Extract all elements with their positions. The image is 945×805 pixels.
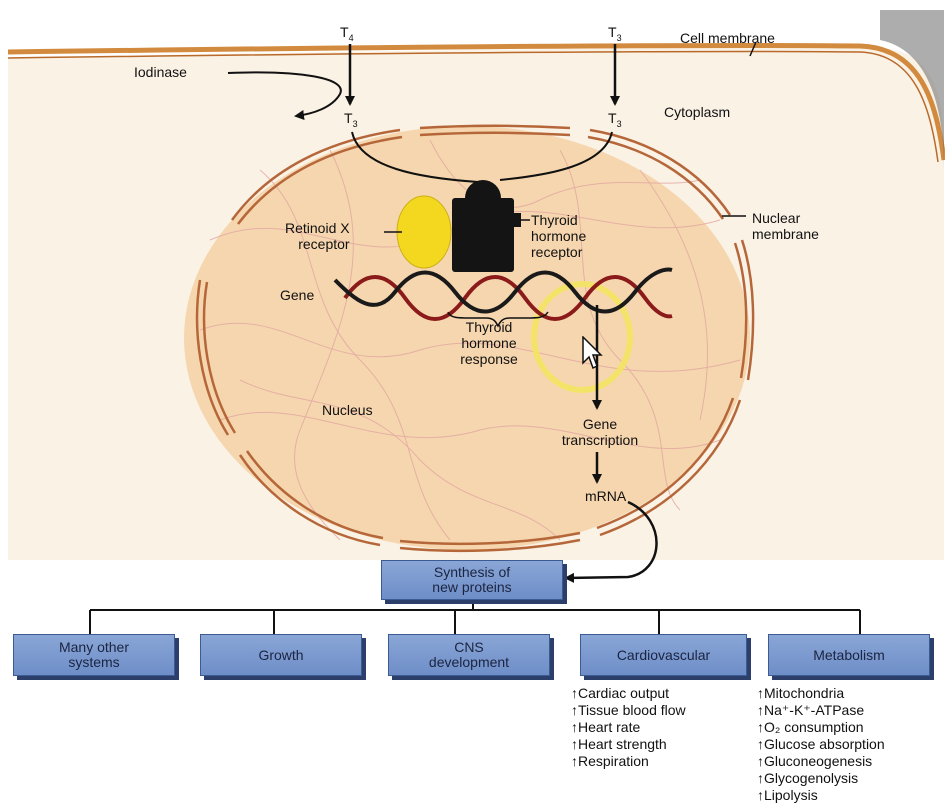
mouse-cursor-icon	[582, 336, 604, 370]
t4-label-top: T4	[340, 24, 354, 46]
iodinase-label: Iodinase	[134, 64, 187, 80]
effect-box-metabolism: Metabolism	[768, 634, 930, 676]
nuclear-membrane-label: Nuclear membrane	[752, 210, 819, 242]
list-item: ↑Heart rate	[571, 719, 686, 736]
thyroid-hormone-response-label: Thyroid hormone response	[460, 319, 518, 367]
metabolism-effects-list: ↑Mitochondria ↑Na⁺-K⁺-ATPase ↑O₂ consump…	[757, 685, 885, 804]
effect-box-many-other-systems: Many other systems	[13, 634, 175, 676]
list-item: ↑Mitochondria	[757, 685, 885, 702]
mrna-label: mRNA	[585, 488, 626, 504]
list-item: ↑Lipolysis	[757, 787, 885, 804]
t3-label-left: T3	[344, 110, 358, 132]
nucleus-label: Nucleus	[322, 402, 373, 418]
thyroid-hormone-receptor-label: Thyroid hormone receptor	[531, 212, 586, 260]
list-item: ↑Gluconeogenesis	[757, 753, 885, 770]
gene-transcription-label: Gene transcription	[562, 416, 638, 448]
effect-tree	[90, 598, 860, 634]
retinoid-x-receptor-label: Retinoid X receptor	[285, 220, 350, 252]
cell-membrane-label: Cell membrane	[680, 30, 775, 46]
cardiovascular-effects-list: ↑Cardiac output ↑Tissue blood flow ↑Hear…	[571, 685, 686, 770]
retinoid-x-receptor-shape	[397, 196, 451, 268]
synthesis-of-new-proteins-box: Synthesis of new proteins	[381, 560, 563, 600]
t3-label-top-right: T3	[608, 24, 622, 46]
effect-box-cardiovascular: Cardiovascular	[580, 634, 747, 676]
list-item: ↑Tissue blood flow	[571, 702, 686, 719]
list-item: ↑Glucose absorption	[757, 736, 885, 753]
list-item: ↑Cardiac output	[571, 685, 686, 702]
list-item: ↑Na⁺-K⁺-ATPase	[757, 702, 885, 719]
list-item: ↑O₂ consumption	[757, 719, 885, 736]
list-item: ↑Respiration	[571, 753, 686, 770]
list-item: ↑Heart strength	[571, 736, 686, 753]
gene-label: Gene	[280, 287, 314, 303]
cytoplasm-label: Cytoplasm	[664, 104, 730, 120]
list-item: ↑Glycogenolysis	[757, 770, 885, 787]
t3-label-right: T3	[608, 110, 622, 132]
effect-box-growth: Growth	[200, 634, 362, 676]
effect-box-cns-development: CNS development	[388, 634, 550, 676]
